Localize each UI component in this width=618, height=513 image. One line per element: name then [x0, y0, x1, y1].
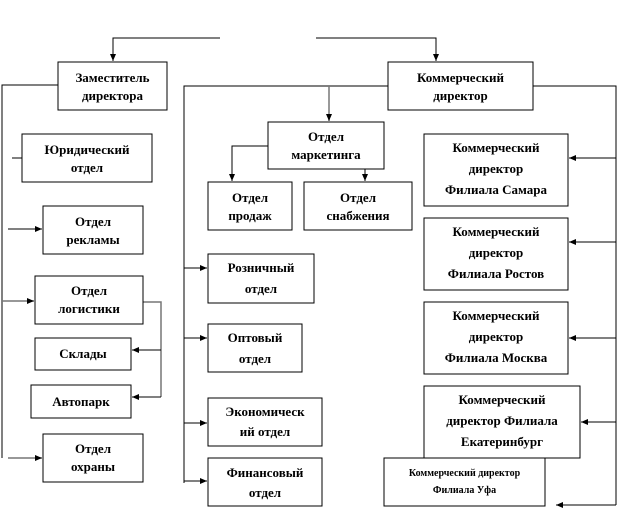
box-branch-ufa: Коммерческий директор Филиала Уфа: [383, 457, 546, 507]
box-supply-department: Отдел снабжения: [303, 181, 413, 231]
svg-text:логистики: логистики: [58, 301, 120, 316]
box-branch-rostov: Коммерческий директор Филиала Ростов: [423, 217, 569, 291]
svg-text:продаж: продаж: [228, 208, 272, 223]
svg-text:директор: директор: [469, 161, 524, 176]
box-marketing-department: Отдел маркетинга: [267, 121, 385, 170]
box-branch-ekaterinburg: Коммерческий директор Филиала Екатеринбу…: [423, 385, 581, 459]
box-wholesale-department: Оптовый отдел: [207, 323, 303, 373]
connector-logistics-branch: [137, 301, 162, 397]
svg-text:Отдел: Отдел: [71, 283, 107, 298]
svg-text:Отдел: Отдел: [75, 441, 111, 456]
svg-text:Заместитель: Заместитель: [75, 70, 149, 85]
box-branch-moscow: Коммерческий директор Филиала Москва: [423, 301, 569, 375]
box-economic-department: Экономическ ий отдел: [207, 397, 323, 447]
box-branch-samara: Коммерческий директор Филиала Самара: [423, 133, 569, 207]
svg-text:директора: директора: [82, 88, 144, 103]
connector-commercial-left-trunk: [183, 85, 388, 483]
svg-text:Юридический: Юридический: [45, 142, 130, 157]
svg-text:Коммерческий: Коммерческий: [459, 392, 546, 407]
box-retail-department: Розничный отдел: [207, 253, 315, 304]
svg-text:Склады: Склады: [59, 346, 106, 361]
svg-text:Коммерческий: Коммерческий: [453, 140, 540, 155]
connectors: [1, 37, 617, 508]
svg-text:маркетинга: маркетинга: [291, 147, 361, 162]
svg-text:Оптовый: Оптовый: [228, 330, 283, 345]
box-deputy-director: Заместитель директора: [57, 61, 168, 111]
svg-text:охраны: охраны: [71, 459, 115, 474]
svg-text:директор: директор: [433, 88, 488, 103]
connector-commercial-right-trunk: [533, 85, 617, 505]
svg-text:снабжения: снабжения: [327, 208, 390, 223]
svg-text:отдел: отдел: [245, 281, 277, 296]
svg-text:директор: директор: [469, 329, 524, 344]
svg-text:Филиала Самара: Филиала Самара: [445, 182, 547, 197]
box-logistics-department: Отдел логистики: [34, 275, 144, 325]
svg-text:директор: директор: [469, 245, 524, 260]
connector-top-to-deputy: [110, 37, 220, 61]
svg-text:Отдел: Отдел: [232, 190, 268, 205]
svg-text:отдел: отдел: [239, 351, 271, 366]
svg-text:ий отдел: ий отдел: [240, 424, 290, 439]
svg-text:Коммерческий: Коммерческий: [453, 224, 540, 239]
svg-text:рекламы: рекламы: [66, 232, 119, 247]
svg-text:Экономическ: Экономическ: [225, 404, 305, 419]
svg-text:Филиала Уфа: Филиала Уфа: [433, 485, 496, 496]
svg-text:Коммерческий: Коммерческий: [417, 70, 504, 85]
box-advertising-department: Отдел рекламы: [42, 205, 144, 255]
svg-text:отдел: отдел: [249, 485, 281, 500]
svg-text:Финансовый: Финансовый: [227, 465, 304, 480]
svg-text:Автопарк: Автопарк: [52, 394, 110, 409]
svg-text:Екатеринбург: Екатеринбург: [461, 434, 543, 449]
box-warehouses: Склады: [34, 337, 132, 371]
box-sales-department: Отдел продаж: [207, 181, 293, 231]
svg-text:Отдел: Отдел: [75, 214, 111, 229]
box-finance-department: Финансовый отдел: [207, 457, 323, 507]
svg-text:Коммерческий: Коммерческий: [453, 308, 540, 323]
connector-sales: [229, 145, 268, 181]
svg-text:Розничный: Розничный: [228, 260, 295, 275]
svg-text:отдел: отдел: [71, 160, 103, 175]
box-security-department: Отдел охраны: [42, 433, 144, 483]
connector-top-to-commercial: [316, 37, 439, 61]
box-commercial-director: Коммерческий директор: [387, 61, 534, 111]
svg-text:Коммерческий директор: Коммерческий директор: [409, 468, 521, 479]
svg-text:Отдел: Отдел: [340, 190, 376, 205]
box-legal-department: Юридический отдел: [21, 133, 153, 183]
svg-text:Филиала Ростов: Филиала Ростов: [448, 266, 544, 281]
connector-deputy-trunk: [1, 84, 58, 458]
svg-text:Филиала Москва: Филиала Москва: [445, 350, 548, 365]
box-fleet: Автопарк: [30, 384, 132, 419]
svg-text:Отдел: Отдел: [308, 129, 344, 144]
svg-text:директор Филиала: директор Филиала: [446, 413, 558, 428]
